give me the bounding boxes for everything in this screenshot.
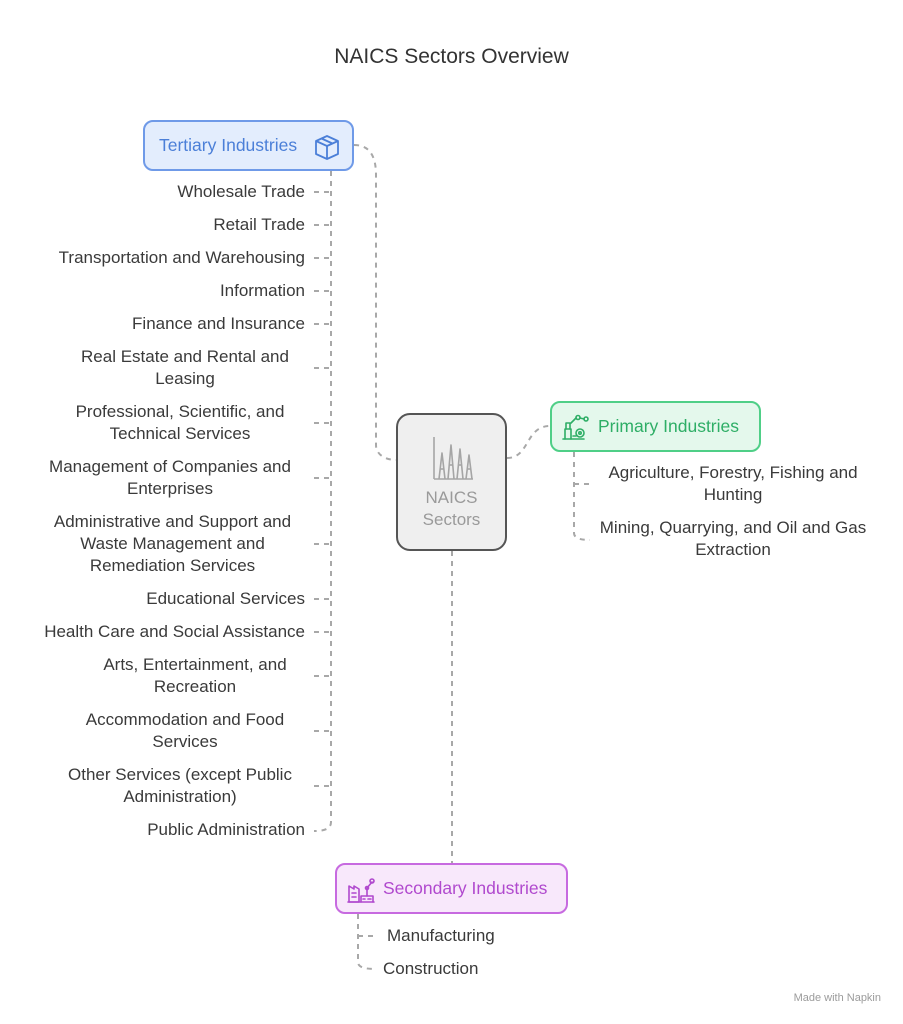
tertiary-item: Real Estate and Rental and Leasing — [81, 347, 289, 388]
primary-item: Mining, Quarrying, and Oil and Gas Extra… — [599, 518, 867, 559]
tertiary-item: Wholesale Trade — [177, 182, 305, 201]
primary-industries-label: Primary Industries — [598, 416, 740, 436]
tertiary-item: Professional, Scientific, and Technical … — [75, 402, 285, 443]
connector-primary-trunk — [573, 452, 591, 541]
tertiary-item: Transportation and Warehousing — [58, 248, 305, 267]
tertiary-item: Management of Companies and Enterprises — [49, 457, 291, 498]
naics-sectors-label: NAICS Sectors — [422, 488, 481, 529]
tertiary-item: Public Administration — [147, 820, 305, 839]
made-with-credit: Made with Napkin — [793, 992, 881, 1004]
diagram-title: NAICS Sectors Overview — [334, 45, 569, 68]
tertiary-item: Educational Services — [146, 589, 305, 608]
factory-robot-icon — [347, 876, 375, 909]
naics-sectors-node: NAICS Sectors — [396, 413, 507, 551]
tertiary-item: Finance and Insurance — [132, 314, 305, 333]
secondary-industries-label: Secondary Industries — [383, 878, 548, 898]
tertiary-item: Retail Trade — [213, 215, 305, 234]
connector-secondary-trunk — [357, 914, 377, 970]
tertiary-item: Arts, Entertainment, and Recreation — [103, 655, 287, 696]
connector-center-primary — [506, 425, 551, 459]
secondary-industries-node: Secondary Industries — [335, 863, 568, 914]
tertiary-item: Administrative and Support and Waste Man… — [53, 512, 292, 575]
primary-item: Agriculture, Forestry, Fishing and Hunti… — [608, 463, 858, 504]
tertiary-item: Health Care and Social Assistance — [44, 622, 305, 641]
tertiary-item: Accommodation and Food Services — [85, 710, 285, 751]
secondary-item: Manufacturing — [387, 926, 495, 945]
tertiary-industries-node: Tertiary Industries — [143, 120, 354, 171]
box-icon — [312, 132, 342, 167]
connector-tertiary-center — [353, 144, 397, 461]
secondary-item: Construction — [383, 959, 479, 978]
bar-chart-icon — [431, 435, 475, 486]
tertiary-industries-label: Tertiary Industries — [159, 135, 298, 155]
primary-industries-node: Primary Industries — [550, 401, 761, 452]
connector-tertiary-trunk — [313, 171, 332, 832]
tertiary-item: Other Services (except Public Administra… — [68, 765, 292, 806]
tertiary-item: Information — [219, 281, 305, 300]
farm-tools-icon — [562, 414, 590, 447]
